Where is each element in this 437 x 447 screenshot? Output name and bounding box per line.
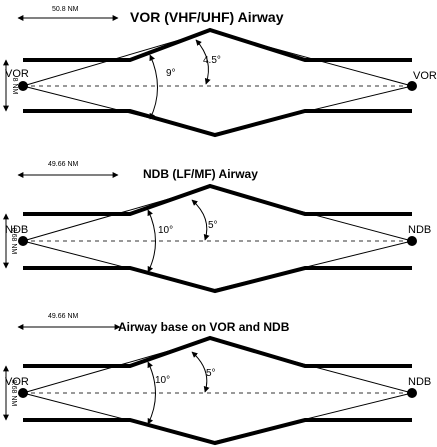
- airway-upper-boundary: [23, 27, 412, 62]
- right-station-icon: [407, 81, 417, 91]
- inner-angle-label: 10°: [155, 375, 170, 386]
- left-station-icon: [18, 388, 28, 398]
- ndb-airway-title: NDB (LF/MF) Airway: [143, 167, 258, 181]
- left-station-label: NDB: [5, 224, 28, 236]
- outer-angle-arc: [195, 39, 211, 85]
- outer-angle-label: 4.5°: [203, 55, 221, 66]
- inner-angle-arc: [147, 209, 156, 273]
- ndb-airway-diagram: NDB (LF/MF) Airway 49.66 NM 8.68 NM NDB …: [3, 161, 431, 294]
- lower-limit-line: [22, 85, 413, 135]
- left-station-icon: [18, 81, 28, 91]
- left-station-label: VOR: [5, 68, 29, 80]
- mixed-airway-diagram: Airway base on VOR and NDB 49.66 NM 8.68…: [3, 313, 431, 446]
- mixed-airway-title: Airway base on VOR and NDB: [118, 320, 290, 334]
- right-station-label: NDB: [408, 376, 431, 388]
- airway-lower-boundary: [23, 418, 412, 446]
- airway-lower-boundary: [23, 266, 412, 294]
- inner-angle-arc: [147, 361, 156, 425]
- airway-lower-boundary: [23, 109, 412, 138]
- inner-angle-label: 10°: [158, 225, 173, 236]
- right-station-icon: [407, 236, 417, 246]
- width-label: 8 NM: [11, 78, 18, 95]
- outer-angle-arc: [191, 351, 210, 393]
- upper-limit-line: [22, 186, 413, 242]
- left-station-label: VOR: [5, 376, 29, 388]
- inner-angle-arc: [149, 54, 158, 120]
- distance-label: 50.8 NM: [52, 6, 79, 13]
- outer-angle-arc: [191, 199, 210, 241]
- airway-upper-boundary: [23, 183, 412, 216]
- right-station-icon: [407, 388, 417, 398]
- width-label: 8.68 NM: [10, 228, 17, 255]
- outer-angle-label: 5°: [208, 220, 218, 231]
- upper-limit-line: [22, 338, 413, 394]
- distance-label: 49.66 NM: [48, 161, 79, 168]
- lower-limit-line: [22, 392, 413, 443]
- distance-label: 49.66 NM: [48, 313, 79, 320]
- left-station-icon: [18, 236, 28, 246]
- lower-limit-line: [22, 240, 413, 291]
- vor-airway-diagram: VOR (VHF/UHF) Airway 50.8 NM 8 NM VOR VO…: [3, 6, 437, 138]
- upper-limit-line: [22, 30, 413, 87]
- outer-angle-label: 5°: [206, 368, 216, 379]
- airway-upper-boundary: [23, 335, 412, 368]
- right-station-label: NDB: [408, 224, 431, 236]
- vor-airway-title: VOR (VHF/UHF) Airway: [130, 9, 284, 25]
- width-label: 8.68 NM: [10, 380, 17, 407]
- right-station-label: VOR: [413, 70, 437, 82]
- inner-angle-label: 9°: [166, 68, 176, 79]
